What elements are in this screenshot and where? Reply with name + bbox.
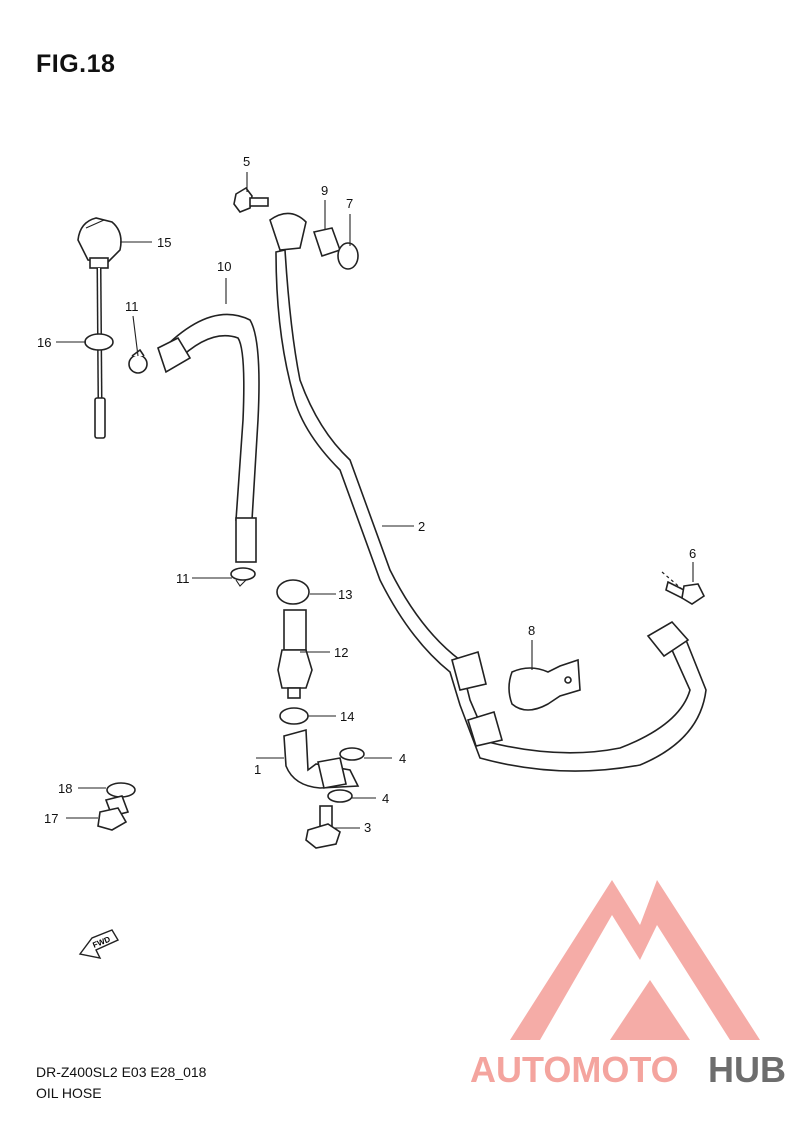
leader-lines [56, 172, 694, 829]
callout-15: 15 [157, 235, 171, 250]
callout-4: 4 [382, 791, 389, 806]
callout-10: 10 [217, 259, 231, 274]
clamp-14 [279, 707, 309, 725]
figure-name: OIL HOSE [36, 1085, 102, 1101]
fwd-arrow-icon: FWD [78, 929, 120, 959]
gasket-18 [106, 782, 136, 798]
callout-12: 12 [334, 645, 348, 660]
hose-clamp-lower [230, 567, 256, 587]
triangle-logo-icon [510, 880, 760, 1040]
bolt-6 [661, 571, 706, 605]
callout-7: 7 [346, 196, 353, 211]
callout-2: 2 [418, 519, 425, 534]
sleeve-9 [312, 227, 342, 258]
washer-4-upper [339, 747, 365, 761]
oil-hose-10 [157, 313, 260, 563]
callout-3: 3 [364, 820, 371, 835]
model-code: DR-Z400SL2 E03 E28_018 [36, 1064, 207, 1080]
gasket-13 [276, 579, 310, 605]
callout-8: 8 [528, 623, 535, 638]
watermark-text: AUTOMOTO HUB [470, 1049, 786, 1090]
figure-title: FIG.18 [36, 50, 116, 78]
union-bolt-3 [305, 805, 341, 849]
dipstick-cap [77, 217, 122, 439]
watermark-text-part2: HUB [708, 1049, 786, 1090]
watermark-text-part1: AUTOMOTO [470, 1049, 679, 1090]
callout-4: 4 [399, 751, 406, 766]
callout-1: 1 [254, 762, 261, 777]
oil-hose-1 [283, 728, 360, 789]
callout-6: 6 [689, 546, 696, 561]
callout-17: 17 [44, 811, 58, 826]
gasket-7 [337, 242, 359, 270]
callout-9: 9 [321, 183, 328, 198]
hose-clamp-upper [128, 348, 148, 374]
callout-16: 16 [37, 335, 51, 350]
o-ring [84, 333, 114, 351]
callout-13: 13 [338, 587, 352, 602]
callout-18: 18 [58, 781, 72, 796]
callout-5: 5 [243, 154, 250, 169]
union-bolt-5 [233, 186, 269, 213]
oil-pipe-12 [277, 609, 313, 699]
callout-labels: 1 2 3 4 4 5 6 7 8 9 10 11 11 12 13 14 15… [37, 154, 696, 835]
oil-hose-2 [269, 212, 707, 772]
clamp-bracket-8 [508, 658, 581, 711]
drain-bolt-17 [97, 795, 130, 831]
callout-11: 11 [176, 571, 190, 586]
callout-14: 14 [340, 709, 354, 724]
washer-4-lower [327, 789, 353, 803]
callout-11: 11 [125, 299, 139, 314]
